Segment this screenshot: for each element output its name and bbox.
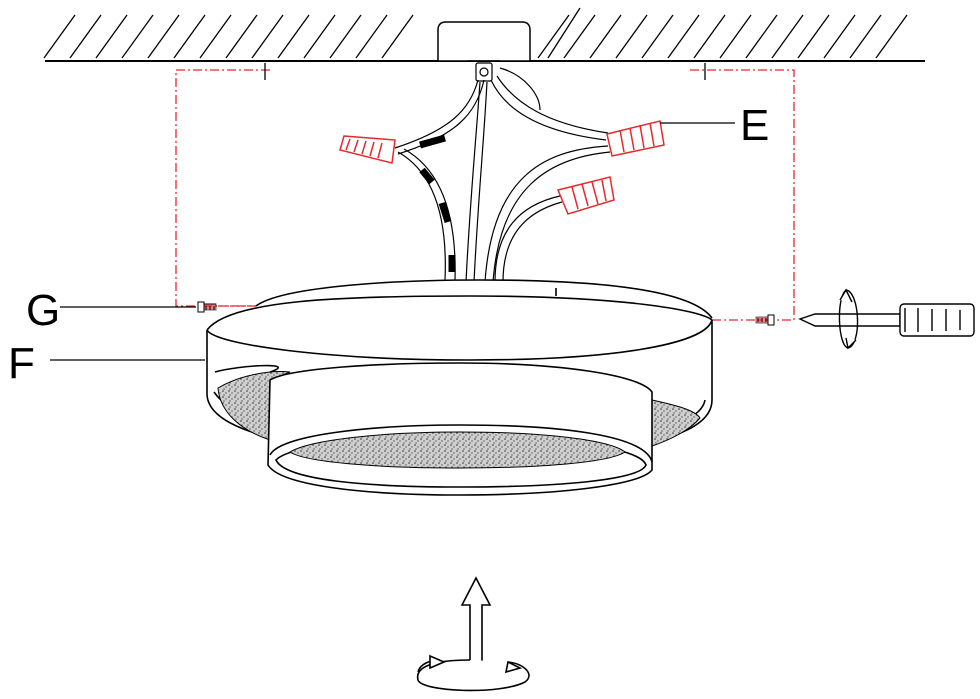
wires	[394, 67, 611, 283]
wire-connector-right-top	[606, 120, 665, 157]
bracket-markers	[264, 63, 706, 80]
label-e: E	[740, 101, 769, 150]
hatch-line	[745, 14, 778, 59]
hatch-line	[381, 14, 414, 59]
hatch-line	[95, 14, 128, 59]
up-arrow-icon	[460, 576, 492, 681]
hatch-line	[615, 14, 648, 59]
hatch-line	[771, 14, 804, 59]
leader-lines	[50, 122, 735, 361]
hatch-line	[693, 14, 726, 59]
mounting-screw	[475, 62, 493, 82]
hatch-line	[225, 14, 258, 59]
screw-left	[197, 301, 217, 313]
hatch-line	[277, 14, 310, 59]
wire-connector-left	[339, 135, 396, 164]
hatch-line	[303, 14, 336, 59]
hatch-line	[199, 14, 232, 59]
screwdriver-icon	[798, 303, 975, 337]
hatch-line	[719, 14, 752, 59]
hatch-line	[251, 14, 284, 59]
hatch-line	[537, 14, 570, 59]
ceiling-hatching	[43, 7, 908, 59]
hatch-line	[589, 14, 622, 59]
hatch-line	[875, 14, 908, 59]
hatch-line	[547, 7, 581, 59]
hatch-line	[329, 14, 362, 59]
hatch-line	[173, 14, 206, 59]
wire-sleeves	[419, 134, 456, 272]
hatch-line	[121, 14, 154, 59]
ceiling	[43, 7, 925, 62]
wire-connector-right-bottom	[556, 176, 615, 215]
screw-right	[755, 314, 775, 326]
inner-drum	[267, 362, 653, 496]
hatch-line	[667, 14, 700, 59]
hatch-line	[641, 14, 674, 59]
hatch-line	[147, 14, 180, 59]
hatch-line	[849, 14, 882, 59]
rotate-arrow-icon	[838, 288, 859, 350]
label-f: F	[8, 339, 35, 388]
hatch-line	[43, 14, 76, 59]
junction-box	[437, 21, 531, 62]
hatch-line	[563, 14, 596, 59]
label-g: G	[26, 286, 60, 335]
hatch-line	[69, 14, 102, 59]
hatch-line	[797, 14, 830, 59]
rotate-arrow-icon	[416, 654, 530, 692]
hatch-line	[823, 14, 856, 59]
inner-diffuser	[289, 431, 626, 469]
hatch-line	[355, 14, 388, 59]
